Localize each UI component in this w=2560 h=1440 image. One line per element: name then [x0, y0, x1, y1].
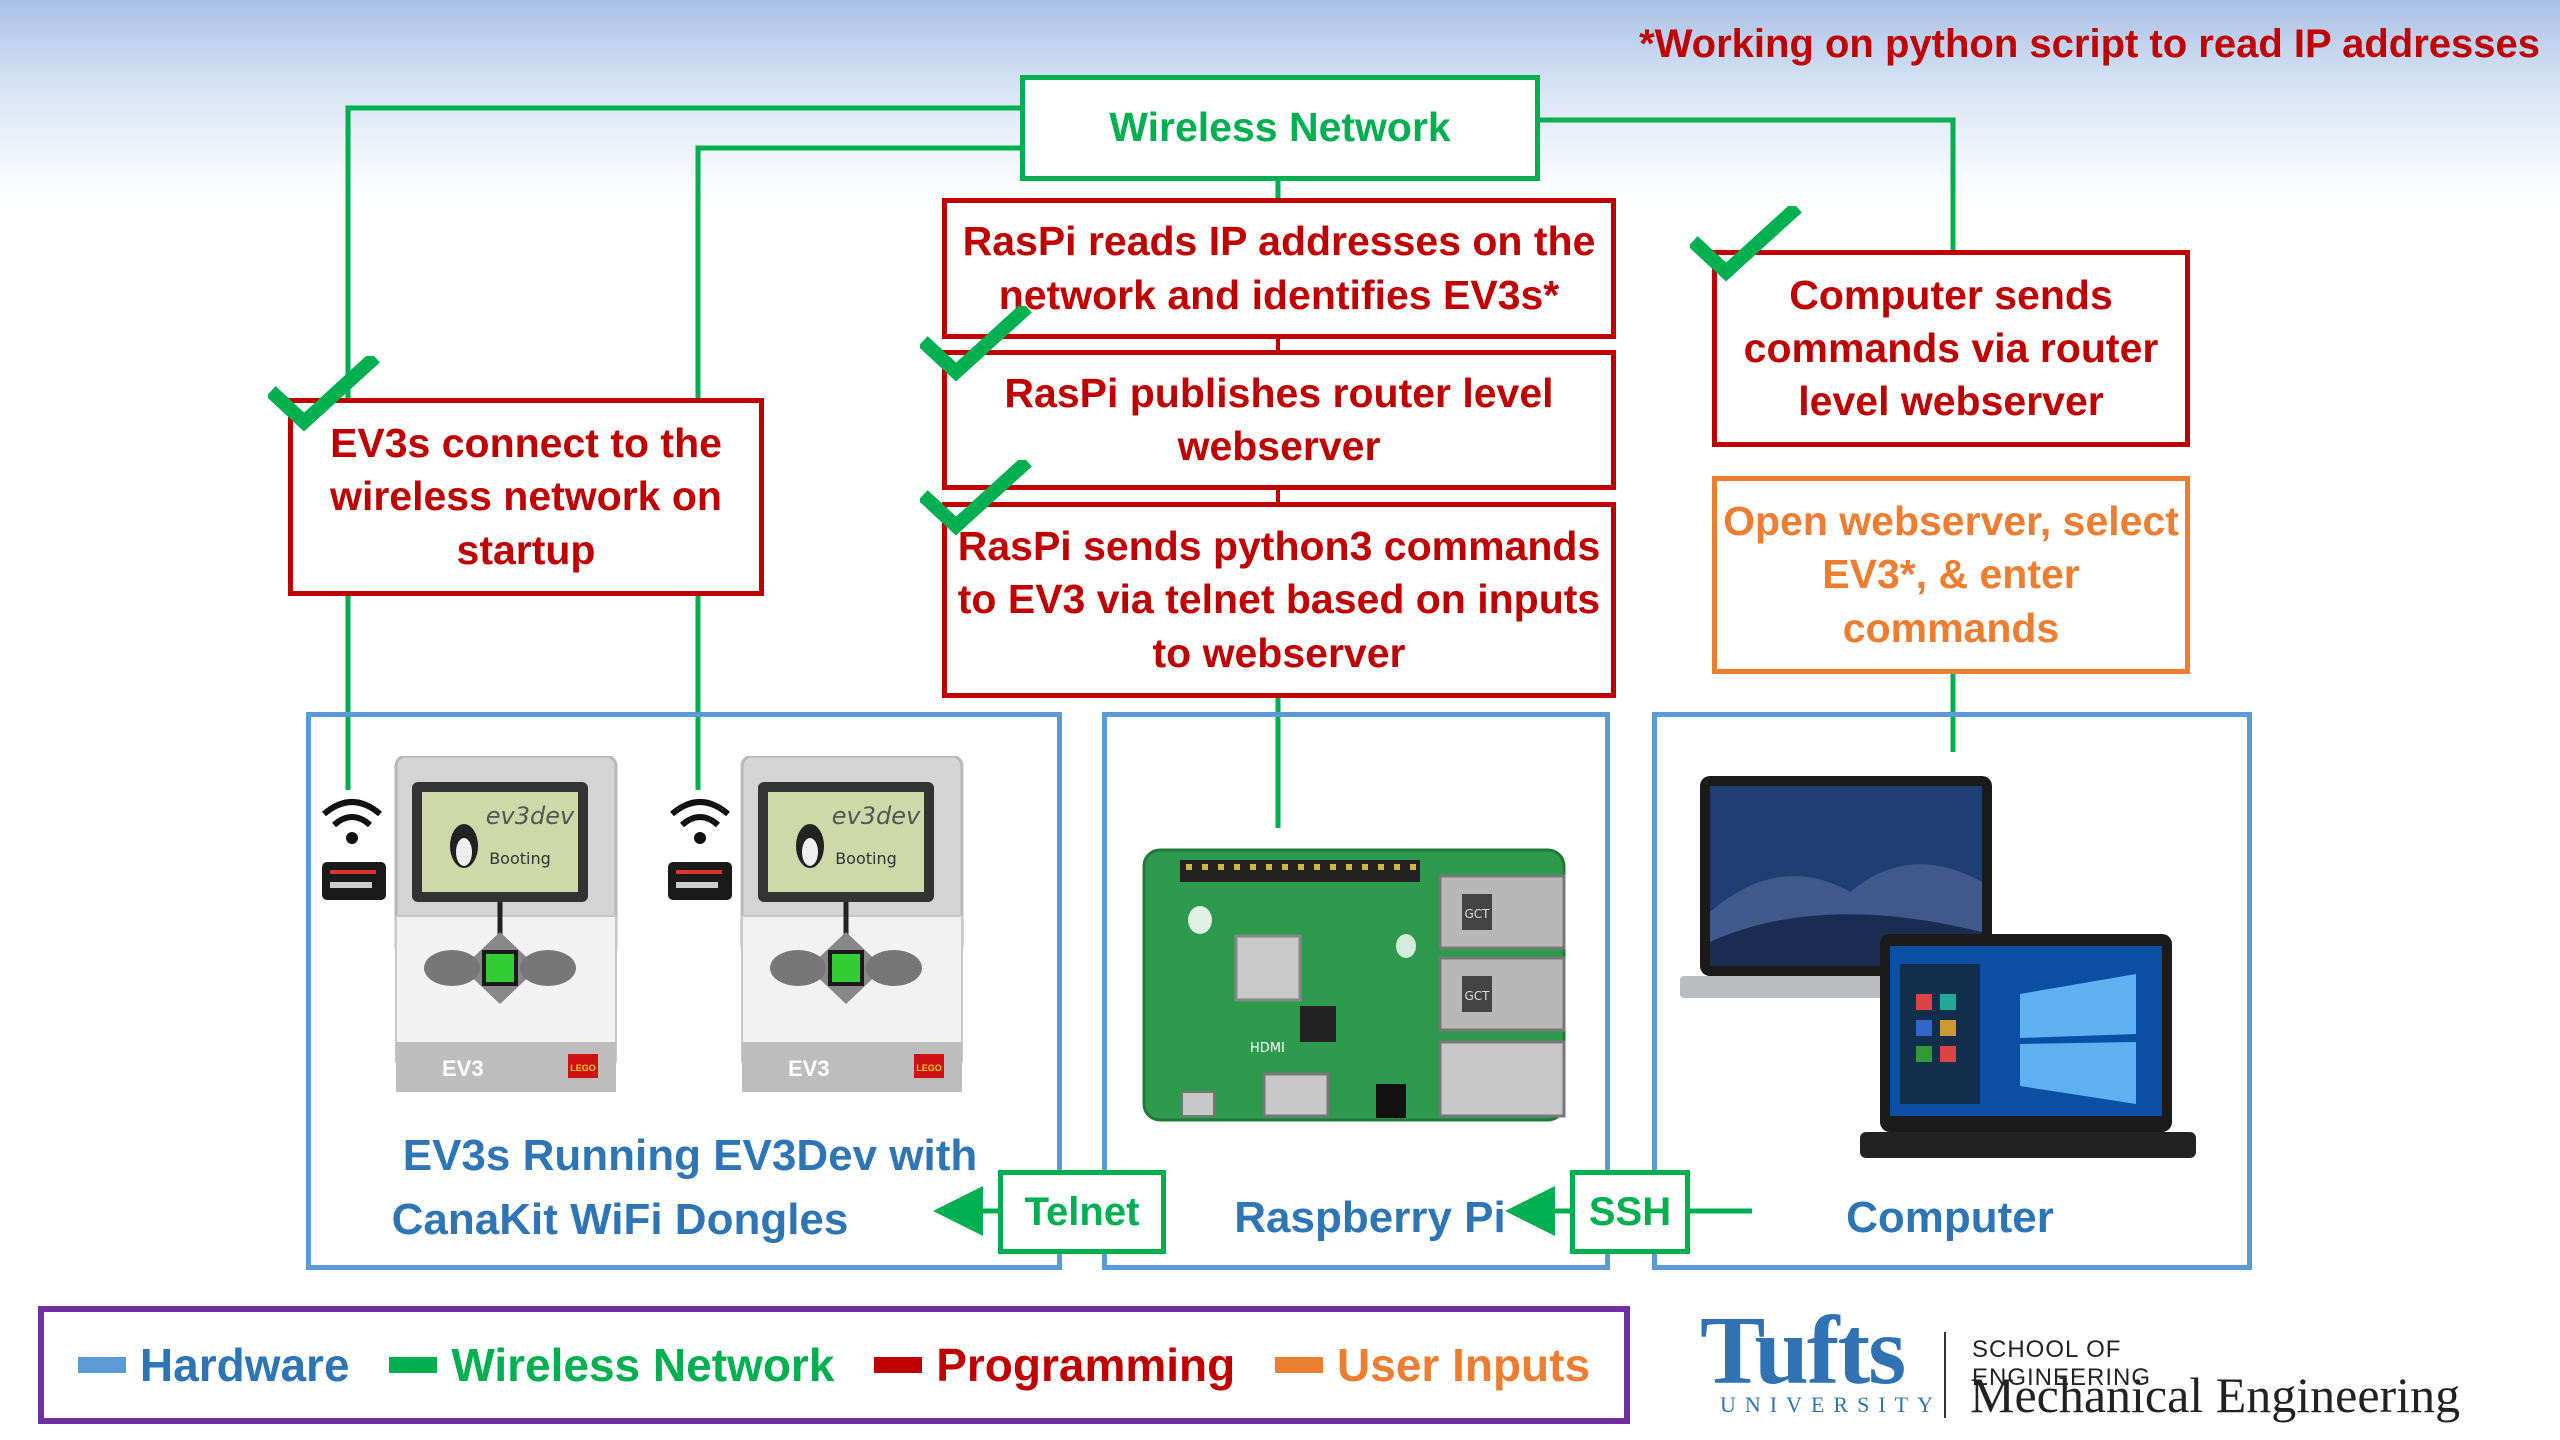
usb-port-label: GCT: [1464, 907, 1490, 921]
step-open-webserver: Open webserver, select EV3*, & enter com…: [1712, 476, 2190, 674]
ev3-screen-title: ev3dev: [832, 802, 921, 830]
tufts-university-text: UNIVERSITY: [1720, 1392, 1942, 1417]
hdmi-label: HDMI: [1250, 1041, 1285, 1056]
legend-label-programming: Programming: [936, 1339, 1236, 1391]
check-icon: [920, 460, 1032, 536]
ssh-link-label: SSH: [1570, 1170, 1690, 1254]
ev3-brand-label: EV3: [442, 1056, 484, 1081]
legend-label-wireless: Wireless Network: [451, 1339, 835, 1391]
note-text: *Working on python script to read IP add…: [1639, 22, 2540, 66]
legend-swatch-wireless: [389, 1357, 438, 1373]
legend-label-hardware: Hardware: [139, 1339, 350, 1391]
tufts-wordmark: Tufts: [1700, 1297, 1906, 1405]
legend-item-user-inputs: User Inputs: [1275, 1338, 1590, 1392]
department-name: Mechanical Engineering: [1970, 1367, 2461, 1423]
wireless-network-label: Wireless Network: [1109, 104, 1451, 151]
computer-hardware-label: Computer: [1846, 1193, 2054, 1242]
step-ev3-connect: EV3s connect to the wireless network on …: [288, 398, 764, 596]
check-icon: [268, 356, 380, 432]
ev3-screen-status: Booting: [835, 849, 897, 868]
check-icon: [1690, 206, 1802, 282]
ev3-brick-1: ev3dev Booting EV3 LEGO: [394, 756, 618, 1092]
ev3-brand-label: EV3: [788, 1056, 830, 1081]
usb-port-label: GCT: [1464, 989, 1490, 1003]
network-line-ev3-1: [345, 105, 1022, 402]
ev3-brick-2: ev3dev Booting EV3 LEGO: [740, 756, 964, 1092]
step-raspi-sends: RasPi sends python3 commands to EV3 via …: [942, 502, 1616, 698]
step-open-webserver-text: Open webserver, select EV3*, & enter com…: [1723, 498, 2179, 651]
raspi-hardware-label: Raspberry Pi: [1234, 1193, 1506, 1242]
ssh-text: SSH: [1588, 1190, 1672, 1234]
hardware-ev3-box: [306, 712, 1062, 1270]
wifi-icon: [322, 799, 382, 844]
step-raspi-reads-text: RasPi reads IP addresses on the network …: [962, 218, 1596, 318]
step-computer-sends-text: Computer sends commands via router level…: [1743, 271, 2159, 425]
ev3-label-line-2: CanaKit WiFi Dongles: [391, 1194, 849, 1244]
legend: Hardware Wireless Network Programming Us…: [38, 1306, 1630, 1424]
laptop-dell: [1860, 934, 2196, 1158]
laptop-macbook: [1680, 776, 2020, 998]
hardware-raspi-box: [1102, 712, 1610, 1270]
wifi-dongle-icon: [322, 862, 386, 900]
brand-divider: [1944, 1332, 1946, 1418]
ev3-screen-title: ev3dev: [486, 802, 575, 830]
legend-item-wireless: Wireless Network: [389, 1338, 834, 1392]
step-raspi-publishes: RasPi publishes router level webserver: [942, 350, 1616, 490]
legend-label-user-inputs: User Inputs: [1337, 1339, 1591, 1391]
lego-logo-text: LEGO: [916, 1063, 942, 1073]
ev3-screen-status: Booting: [489, 849, 551, 868]
wireless-network-node: Wireless Network: [1020, 75, 1540, 181]
legend-swatch-hardware: [77, 1357, 126, 1373]
ev3-label-line-1: EV3s Running EV3Dev with: [402, 1131, 978, 1180]
step-raspi-reads: RasPi reads IP addresses on the network …: [942, 198, 1616, 339]
step-ev3-connect-text: EV3s connect to the wireless network on …: [330, 420, 722, 573]
check-icon: [920, 306, 1032, 382]
wifi-dongle-icon: [668, 862, 732, 900]
lego-logo-text: LEGO: [570, 1063, 596, 1073]
hardware-computer-box: [1652, 712, 2252, 1270]
school-name: SCHOOL OF ENGINEERING: [1972, 1336, 2152, 1391]
step-computer-sends: Computer sends commands via router level…: [1712, 250, 2190, 447]
raspberry-pi-board: GCT GCT HDMI: [1142, 848, 1566, 1122]
ev3-hardware-label: EV3s Running EV3Dev with CanaKit WiFi Do…: [360, 1124, 1020, 1252]
network-line-computer: [1538, 117, 1956, 250]
step-raspi-sends-text: RasPi sends python3 commands to EV3 via …: [957, 523, 1601, 676]
legend-swatch-programming: [874, 1357, 923, 1373]
legend-item-programming: Programming: [874, 1338, 1235, 1392]
step-raspi-publishes-text: RasPi publishes router level webserver: [1004, 369, 1554, 469]
legend-swatch-user-inputs: [1275, 1357, 1324, 1373]
telnet-link-label: Telnet: [998, 1170, 1166, 1254]
wifi-icon: [670, 799, 730, 844]
telnet-text: Telnet: [1024, 1190, 1140, 1234]
legend-item-hardware: Hardware: [77, 1338, 350, 1392]
